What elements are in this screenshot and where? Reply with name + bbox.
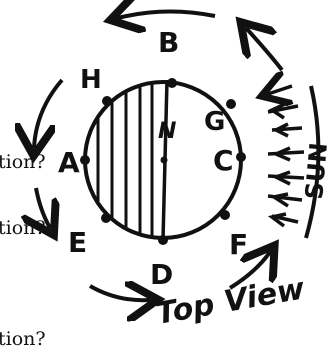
label-e: E [68, 226, 87, 259]
sun-arc [304, 85, 321, 239]
cutoff-text-1: tion? [0, 151, 46, 173]
night-side-shading [96, 82, 154, 238]
label-g: G [204, 107, 225, 137]
caption-top-view: Top View [153, 271, 307, 332]
point-a-dot [80, 155, 90, 165]
orbit-arrow-top [118, 11, 216, 18]
label-b: B [158, 26, 179, 59]
orbit-arrow-lower-right [228, 252, 270, 290]
label-c: C [213, 144, 234, 177]
label-h: H [80, 65, 102, 95]
orbit-arrow-lower-left [36, 187, 50, 228]
point-c-dot [236, 152, 246, 162]
orbit-arrow-left [34, 78, 64, 148]
point-b-dot [167, 78, 177, 88]
north-pole-dot [160, 156, 168, 164]
sun-label: SUN [300, 141, 333, 200]
sun-ray-arrows [268, 86, 305, 228]
point-h-dot [102, 96, 112, 106]
point-d-dot [158, 235, 168, 245]
orbit-arrow-upper-right [246, 28, 284, 72]
orbit-arrow-bottom [89, 286, 150, 300]
cutoff-text-2: tion? [0, 217, 46, 239]
point-g-dot [226, 99, 236, 109]
point-e-dot [101, 213, 111, 223]
label-n: N [158, 119, 176, 144]
label-d: D [150, 258, 173, 291]
label-f: F [229, 228, 248, 261]
cutoff-text-3: tion? [0, 328, 46, 347]
label-a: A [58, 146, 80, 179]
point-f-dot [220, 210, 230, 220]
